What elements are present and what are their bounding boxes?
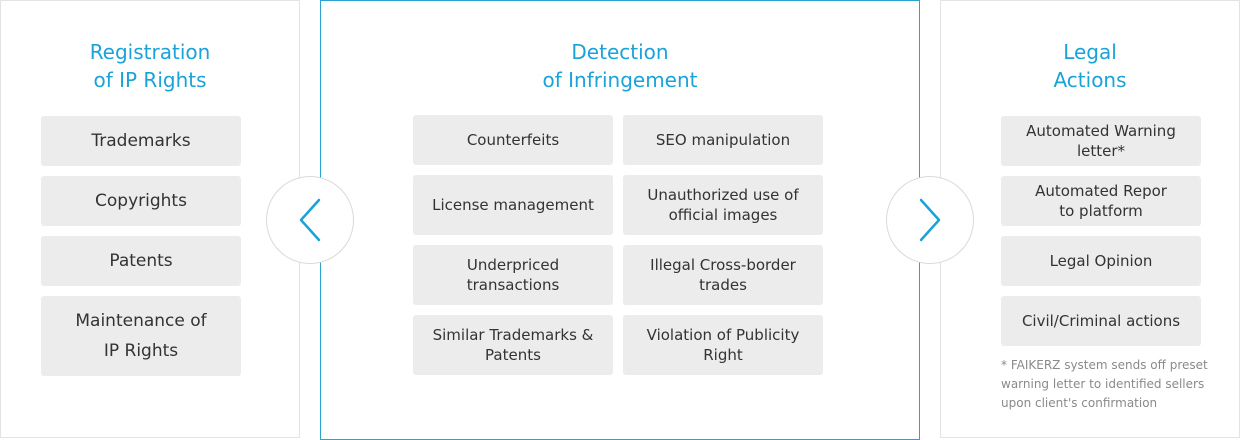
item-underpriced: Underpriced transactions bbox=[413, 245, 613, 305]
item-legal-opinion: Legal Opinion bbox=[1001, 236, 1201, 286]
item-counterfeits: Counterfeits bbox=[413, 115, 613, 165]
next-button[interactable] bbox=[886, 176, 974, 264]
item-copyrights: Copyrights bbox=[41, 176, 241, 226]
item-similar-trademarks: Similar Trademarks & Patents bbox=[413, 315, 613, 375]
panel-registration: Registration of IP Rights Trademarks Cop… bbox=[0, 0, 300, 438]
panel-title-detection: Detection of Infringement bbox=[542, 40, 698, 92]
item-license-management: License management bbox=[413, 175, 613, 235]
prev-button[interactable] bbox=[266, 176, 354, 264]
panel-detection: Detection of Infringement Counterfeits S… bbox=[320, 0, 920, 440]
item-unauthorized-images: Unauthorized use of official images bbox=[623, 175, 823, 235]
item-patents: Patents bbox=[41, 236, 241, 286]
item-cross-border: Illegal Cross-border trades bbox=[623, 245, 823, 305]
item-report-platform: Automated Repor to platform bbox=[1001, 176, 1201, 226]
item-maintenance: Maintenance of IP Rights bbox=[41, 296, 241, 376]
chevron-right-icon bbox=[919, 198, 941, 242]
item-publicity-right: Violation of Publicity Right bbox=[623, 315, 823, 375]
panel-title-legal: Legal Actions bbox=[1053, 40, 1127, 92]
item-civil-criminal: Civil/Criminal actions bbox=[1001, 296, 1201, 346]
chevron-left-icon bbox=[299, 198, 321, 242]
item-warning-letter: Automated Warning letter* bbox=[1001, 116, 1201, 166]
footnote: * FAIKERZ system sends off preset warnin… bbox=[1001, 358, 1208, 410]
panel-title-registration: Registration of IP Rights bbox=[89, 40, 211, 92]
item-seo-manipulation: SEO manipulation bbox=[623, 115, 823, 165]
panel-legal-actions: Legal Actions Automated Warning letter* … bbox=[940, 0, 1240, 438]
item-trademarks: Trademarks bbox=[41, 116, 241, 166]
